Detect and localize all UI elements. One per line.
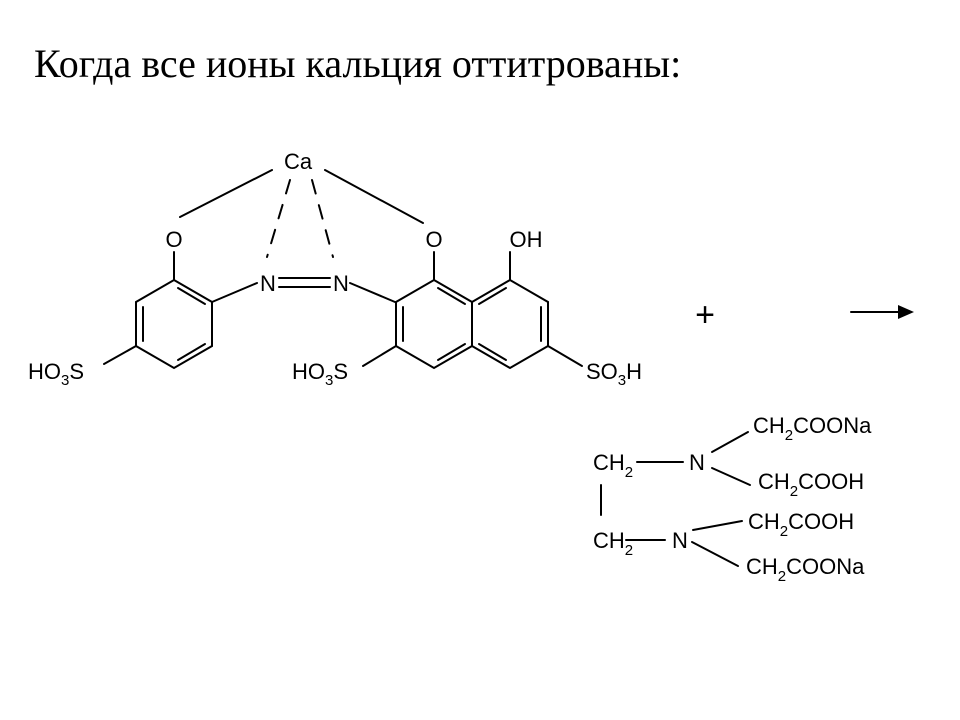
benzene-ring-left (135, 278, 213, 370)
plus-sign: + (695, 296, 715, 334)
edta-n-bottom: N (672, 528, 688, 553)
slide-title: Когда все ионы кальция оттитрованы: (34, 41, 682, 86)
ho3s-middle-label: HO3S (292, 359, 348, 389)
naphthalene-ring-right (471, 278, 549, 370)
edta-bonds (600, 431, 751, 567)
naphthalene-ring-left (395, 278, 473, 370)
n-left-label: N (260, 271, 276, 296)
azo-double-bond (278, 277, 331, 288)
edta-ch2-top: CH2 (593, 450, 633, 481)
ca-label: Ca (284, 149, 313, 174)
so3h-right-label: SO3H (586, 359, 642, 389)
o-left-label: O (165, 227, 182, 252)
reaction-arrow-head (898, 305, 914, 319)
edta-n-top: N (689, 450, 705, 475)
bond-ring-so3h-left (103, 345, 137, 365)
edta-group-2: CH2COOH (758, 469, 864, 500)
o-right-label: O (425, 227, 442, 252)
edta-group-1: CH2COONa (753, 413, 872, 444)
bond-n-naphthalene (349, 282, 396, 303)
edta-group-4: CH2COONa (746, 554, 865, 585)
ca-coordination-bonds (179, 169, 424, 258)
n-right-label: N (333, 271, 349, 296)
ho3s-left-label: HO3S (28, 359, 84, 389)
oh-label: OH (510, 227, 543, 252)
bond-naph-so3h-middle (362, 345, 397, 367)
edta-ch2-bottom: CH2 (593, 528, 633, 559)
bond-naph-so3h-right (547, 345, 583, 367)
edta-group-3: CH2COOH (748, 509, 854, 540)
bond-ring-n-left (211, 282, 258, 303)
